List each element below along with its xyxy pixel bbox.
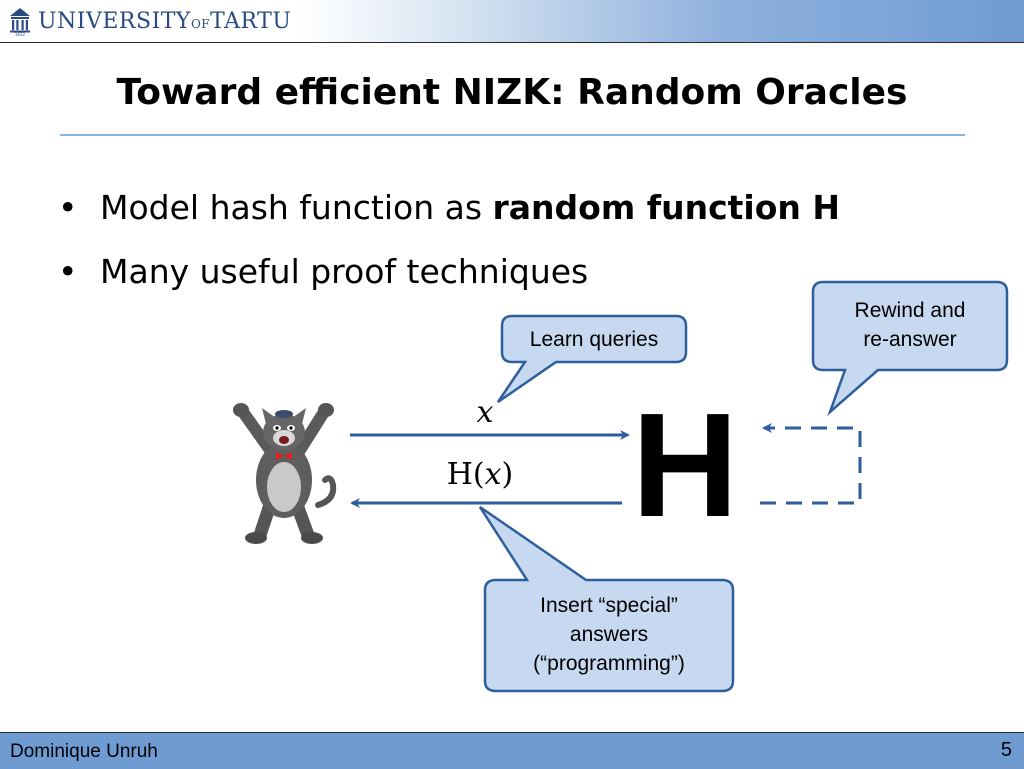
insert-text-line: Insert “special” (540, 594, 678, 617)
random-oracle-h: H (631, 383, 739, 548)
footer-bar: Dominique Unruh 5 (0, 732, 1024, 769)
bullet-list: • Model hash function as random function… (58, 188, 840, 316)
university-logo: 1632 UNIVERSITYOFTARTU (8, 6, 291, 36)
rewind-loop-arrow (760, 423, 862, 505)
insert-answers-callout (478, 505, 735, 693)
bullet-item: • Many useful proof techniques (58, 252, 840, 316)
rewind-text-line: Rewind and (854, 299, 966, 322)
bullet-item: • Model hash function as random function… (58, 188, 840, 252)
answer-label: H(x) (446, 457, 514, 492)
footer-author: Dominique Unruh (10, 741, 158, 762)
svg-text:1632: 1632 (15, 32, 26, 36)
insert-text-line: (“programming”) (533, 652, 685, 675)
bullet-dot: • (58, 188, 78, 227)
learn-queries-text: Learn queries (529, 328, 659, 351)
title-divider (60, 134, 965, 136)
bullet-text: Model hash function as random function H (100, 188, 840, 227)
rewind-callout (811, 280, 1009, 417)
query-label: x (476, 395, 494, 430)
insert-text-line: answers (569, 623, 649, 646)
logo-wordmark: UNIVERSITYOFTARTU (38, 8, 292, 34)
bullet-text: Many useful proof techniques (100, 252, 589, 291)
slide-title: Toward efficient NIZK: Random Oracles (116, 72, 908, 113)
rewind-text: Rewind and re-answer (813, 296, 1007, 354)
learn-queries-callout (496, 314, 688, 404)
header-bar: 1632 UNIVERSITYOFTARTU (0, 0, 1024, 43)
cat-character-icon (233, 403, 337, 544)
rewind-text-line: re-answer (863, 328, 957, 351)
insert-answers-text: Insert “special” answers (“programming”) (485, 591, 733, 678)
bullet-dot: • (58, 252, 78, 291)
page-number: 5 (1000, 739, 1012, 761)
university-building-icon: 1632 (10, 8, 30, 36)
